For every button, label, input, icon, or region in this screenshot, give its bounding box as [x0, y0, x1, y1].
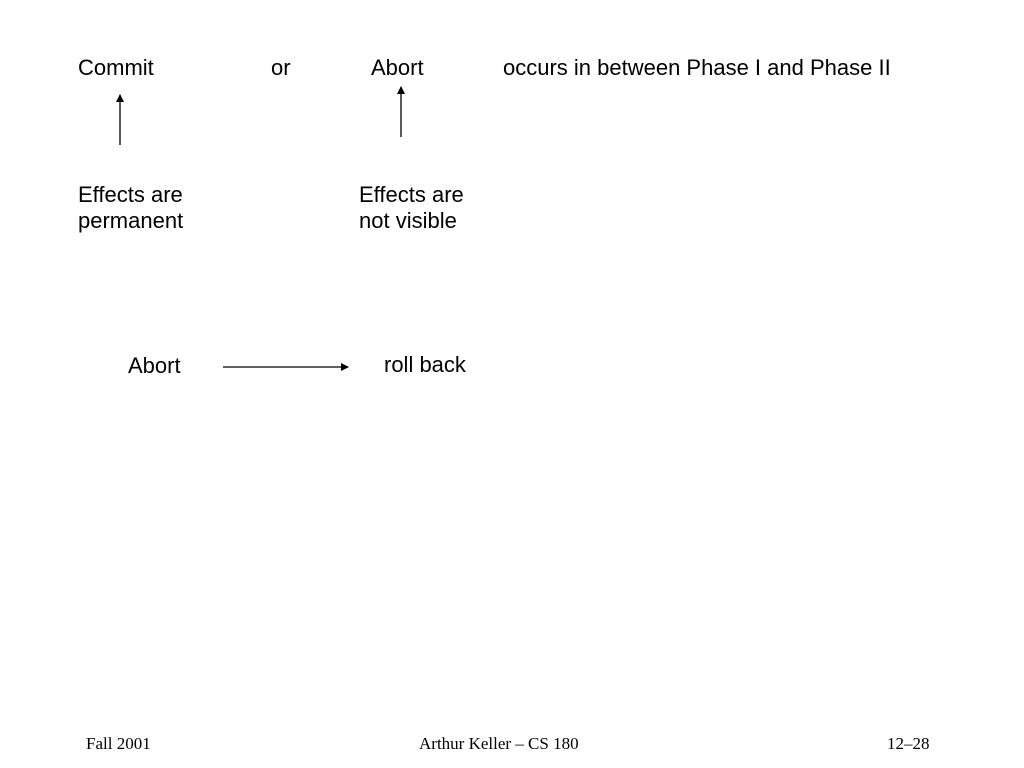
commit-effect-line-2: permanent — [78, 208, 184, 233]
or-label: or — [271, 55, 291, 80]
commit-label: Commit — [78, 55, 154, 80]
abort-label: Abort — [371, 55, 424, 80]
phase-note: occurs in between Phase I and Phase II — [503, 55, 891, 80]
footer-center: Arthur Keller – CS 180 — [419, 734, 579, 753]
abort-effect-line-1: Effects are — [359, 182, 464, 207]
rollback-label: roll back — [384, 352, 466, 377]
abort-effect-line-2: not visible — [359, 208, 457, 233]
commit-effect-text: Effects are permanent — [78, 182, 183, 234]
footer-right: 12–28 — [887, 734, 930, 753]
commit-effect-line-1: Effects are — [78, 182, 183, 207]
footer-left: Fall 2001 — [86, 734, 151, 753]
rollback-abort-label: Abort — [128, 353, 181, 378]
abort-effect-text: Effects are not visible — [359, 182, 464, 234]
